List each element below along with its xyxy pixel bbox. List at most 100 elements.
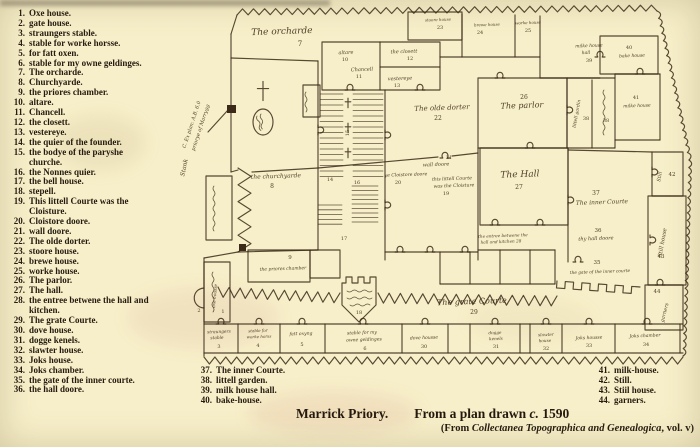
- map-wall: [230, 14, 238, 35]
- map-label: The parlor: [500, 100, 544, 111]
- map-label: dogge: [488, 330, 502, 335]
- legend-item-text: the priores chamber.: [29, 87, 109, 98]
- map-room-number: 19: [443, 191, 449, 197]
- door-arch-icon: [534, 218, 546, 226]
- legend-item-text: milk-house.: [614, 365, 659, 375]
- door-arch-icon: [489, 218, 501, 226]
- legend-item-number: 12.: [13, 116, 25, 127]
- legend-item: 32.slawter house.: [5, 344, 221, 356]
- map-yard-feature: [252, 108, 274, 136]
- map-label: The grate Courte: [437, 296, 507, 307]
- door-arch-icon: [524, 141, 536, 149]
- map-label: the priores chamber: [260, 265, 308, 273]
- legend-item-number: 27.: [13, 285, 25, 296]
- legend-item: 24.brewe house.: [5, 256, 221, 267]
- legend-item: 9.the priores chamber.: [5, 87, 221, 98]
- legend-item: 39.milk house hall.: [192, 385, 342, 396]
- map-zigzag-wall: [236, 4, 658, 16]
- legend-bottom-right: 41.milk-house.42.Still.43.Stiil house.44…: [590, 365, 698, 406]
- legend-item-text: Joks chamber.: [29, 364, 85, 375]
- map-label: fatt oxyng: [288, 331, 312, 338]
- map-label: hall and kitchen 28: [480, 238, 521, 244]
- legend-item: 23.stoore house.: [5, 245, 221, 257]
- map-stall-hatching: [351, 185, 379, 223]
- caption-source: (From Collectanea Topographica and Genea…: [441, 423, 694, 434]
- legend-item-text: worke house.: [29, 265, 80, 276]
- legend-item-number: 23.: [13, 245, 25, 256]
- map-label: Stank: [179, 158, 190, 177]
- legend-item-text: Chancell.: [29, 107, 66, 118]
- legend-item: 6.stable for my owne geldinges.: [5, 58, 221, 69]
- cross-icon: [344, 147, 352, 159]
- cross-icon: [256, 80, 270, 102]
- legend-item-text: The inner Courte.: [216, 365, 286, 375]
- legend-item-text: the Nonnes quier.: [29, 166, 96, 177]
- map-label: house: [539, 338, 552, 343]
- map-script-squiggle: [259, 113, 264, 130]
- map-label: stoore house: [425, 17, 452, 23]
- legend-item-number: 32.: [13, 344, 25, 355]
- map-label: the gate of the inner courte: [570, 269, 631, 276]
- legend-item-number: 16.: [13, 166, 25, 177]
- door-arch-icon: [215, 317, 227, 325]
- map-room-number: 37: [592, 190, 600, 197]
- map-shape: [341, 276, 377, 323]
- legend-item-text: Joks house.: [29, 354, 74, 365]
- map-room-number: 20: [395, 180, 401, 186]
- caption-year: 1590: [542, 406, 570, 421]
- door-arch-icon: [567, 194, 575, 206]
- map-wall: [567, 149, 653, 153]
- caption-title: Marrick Priory.: [296, 406, 389, 421]
- map-script-squiggle: [602, 89, 606, 136]
- legend-item: 42.Still.: [590, 374, 698, 386]
- legend-item-text: This littell Courte was the Cloisture.: [29, 196, 129, 217]
- door-arch-icon: [594, 50, 606, 58]
- legend-item: 14.the quier of the founder.: [5, 137, 221, 148]
- legend-item-text: garners.: [614, 394, 646, 405]
- legend-item: 37.The inner Courte.: [192, 365, 342, 376]
- legend-item: 1.Oxe house.: [5, 8, 221, 19]
- cross-icon: [344, 97, 352, 109]
- legend-item-text: the hall doore.: [29, 384, 85, 395]
- door-arch-icon: [384, 129, 392, 141]
- legend-item-text: gate house.: [29, 17, 72, 28]
- legend-item: 7.The orcharde.: [5, 68, 221, 78]
- map-room-number: 13: [394, 83, 400, 89]
- legend-item: 28.the entree betwene the hall and kitch…: [5, 295, 221, 316]
- map-room-number: 30: [421, 344, 427, 350]
- map-room: [647, 195, 687, 286]
- map-label: littell gardin: [572, 99, 583, 128]
- door-arch-icon: [654, 278, 666, 286]
- legend-item: 34.Joks chamber.: [5, 364, 221, 376]
- map-scalloped-wall: [656, 10, 692, 161]
- legend-item: 11.Chancell.: [5, 107, 221, 118]
- scan-smudge-top: [0, 0, 330, 6]
- legend-item: 22.The olde dorter.: [5, 235, 221, 247]
- legend-bottom-left: 37.The inner Courte.38.littell garden.39…: [192, 365, 342, 406]
- map-room-number: 34: [643, 342, 649, 348]
- map-stall-hatching: [319, 93, 344, 177]
- map-room: [205, 175, 233, 241]
- legend-item-text: The olde dorter.: [29, 235, 91, 246]
- map-label: ye Cloistore doore: [384, 171, 428, 179]
- map-room-number: 29: [470, 309, 478, 316]
- legend-item-text: the bodye of the paryshe churche.: [29, 146, 123, 167]
- legend-item-number: 8.: [18, 77, 25, 88]
- legend-item-number: 21.: [13, 225, 25, 236]
- map-room-number: 39: [586, 58, 592, 64]
- map-room-number: 32: [543, 346, 549, 352]
- legend-item-number: 2.: [18, 17, 25, 28]
- map-script-squiggle: [211, 271, 215, 313]
- legend-item-number: 20.: [13, 216, 25, 227]
- map-room-number: 5: [300, 342, 303, 348]
- legend-item-text: stepell.: [29, 186, 56, 197]
- map-room-number: 38: [603, 118, 609, 124]
- map-room-number: 11: [356, 74, 362, 80]
- door-arch-icon: [424, 245, 436, 253]
- map-wall: [230, 169, 239, 173]
- map-script-squiggle: [212, 185, 216, 232]
- door-arch-icon: [540, 317, 552, 325]
- map-room: [407, 11, 463, 41]
- map-label: hall: [582, 50, 591, 56]
- legend-item-number: 42.: [598, 374, 610, 385]
